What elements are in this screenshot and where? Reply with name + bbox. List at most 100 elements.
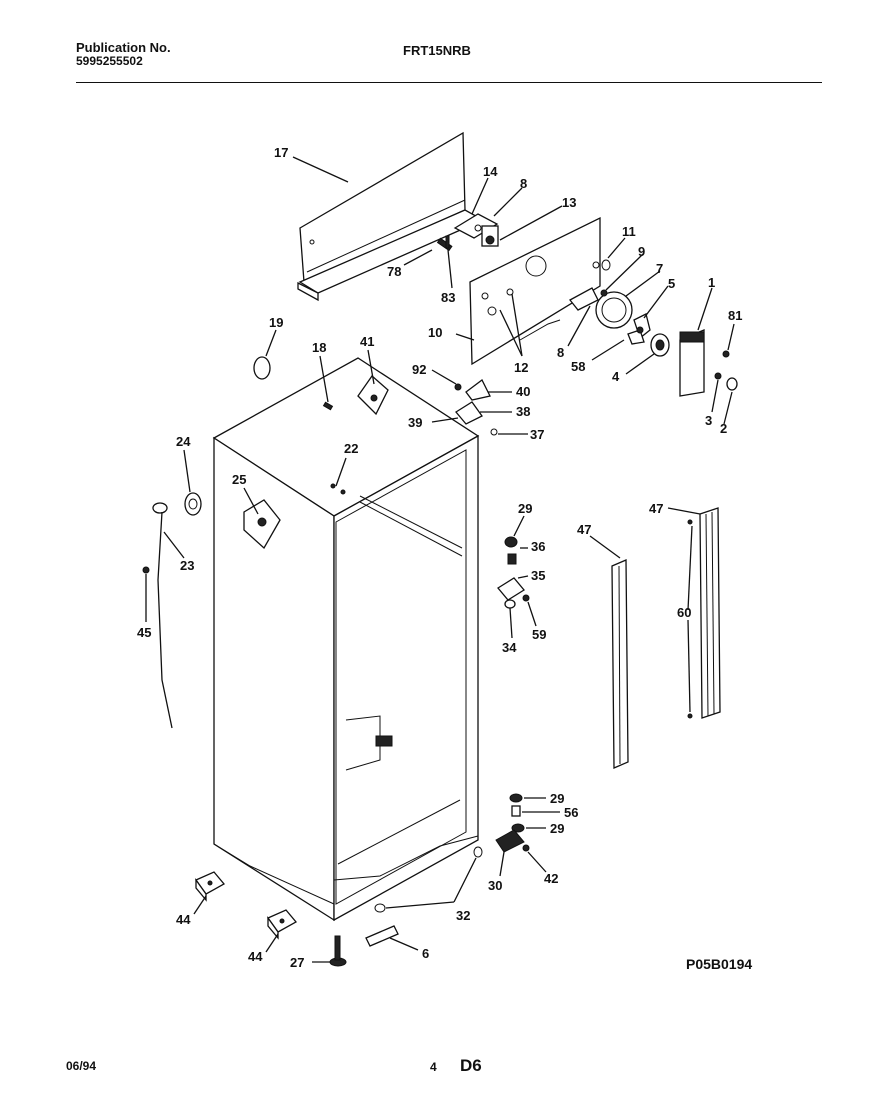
screw-92 <box>454 383 462 391</box>
callout-10: 10 <box>428 325 442 340</box>
header-rule <box>76 82 822 83</box>
callout-56: 56 <box>564 805 578 820</box>
leader-2 <box>723 391 733 425</box>
callout-30: 30 <box>488 878 502 893</box>
callout-29b: 29 <box>550 791 564 806</box>
callout-40: 40 <box>516 384 530 399</box>
leader-44a <box>193 895 207 915</box>
fan-blade-part <box>627 313 651 345</box>
leader-19 <box>265 329 277 357</box>
plug-32a <box>473 846 483 858</box>
callout-9: 9 <box>638 244 645 259</box>
leader-60a <box>687 525 693 611</box>
leader-1 <box>697 287 713 331</box>
callout-58: 58 <box>571 359 585 374</box>
callout-29a: 29 <box>518 501 532 516</box>
foot-44b <box>267 909 298 940</box>
callout-22: 22 <box>344 441 358 456</box>
callout-labels: 17 14 8 13 11 9 7 5 1 81 78 83 10 12 8 5… <box>137 145 742 970</box>
leader-17 <box>292 156 349 183</box>
trim-strip-right <box>687 507 721 719</box>
callout-44b: 44 <box>248 949 263 964</box>
leader-14 <box>471 177 489 215</box>
leader-47b <box>667 507 701 515</box>
leader-47a <box>589 535 621 559</box>
model-number: FRT15NRB <box>403 43 471 58</box>
washer-29c <box>511 823 525 833</box>
callout-38: 38 <box>516 404 530 419</box>
cabinet-part <box>212 357 480 922</box>
callout-17: 17 <box>274 145 288 160</box>
callout-39: 39 <box>408 415 422 430</box>
leader-11 <box>607 237 626 259</box>
callout-5: 5 <box>668 276 675 291</box>
grommet-2 <box>726 377 738 391</box>
callout-25: 25 <box>232 472 246 487</box>
callout-78: 78 <box>387 264 401 279</box>
callout-47a: 47 <box>577 522 591 537</box>
pin-18 <box>322 401 334 411</box>
leader-23 <box>163 531 185 559</box>
callout-3: 3 <box>705 413 712 428</box>
grille-6 <box>365 925 399 947</box>
callout-45: 45 <box>137 625 151 640</box>
leveler-27 <box>329 935 347 967</box>
leader-12a <box>499 309 523 357</box>
callout-1: 1 <box>708 275 715 290</box>
callout-44a: 44 <box>176 912 191 927</box>
callout-32: 32 <box>456 908 470 923</box>
leader-30 <box>499 851 505 877</box>
trim-strip-left <box>611 559 629 769</box>
motor-bracket-part <box>679 329 705 397</box>
callout-7: 7 <box>656 261 663 276</box>
leader-22 <box>335 457 347 487</box>
washer-29a <box>504 536 518 548</box>
hinge-cover-40 <box>465 379 491 401</box>
evaporator-cover-part <box>469 216 601 366</box>
callout-35: 35 <box>531 568 545 583</box>
callout-42: 42 <box>544 871 558 886</box>
leader-39 <box>431 417 459 423</box>
callout-19: 19 <box>269 315 283 330</box>
callout-47b: 47 <box>649 501 663 516</box>
leader-92 <box>431 369 457 385</box>
callout-29c: 29 <box>550 821 564 836</box>
callout-14: 14 <box>483 164 498 179</box>
drain-parts <box>142 492 202 729</box>
leader-32a <box>453 857 477 903</box>
leader-12b <box>511 293 523 357</box>
publication-label: Publication No. <box>76 40 171 55</box>
leader-42 <box>527 851 547 873</box>
top-panel-part <box>297 131 485 302</box>
callout-6: 6 <box>422 946 429 961</box>
leader-59 <box>527 601 537 627</box>
callout-11: 11 <box>622 224 636 239</box>
leader-29a <box>513 515 525 537</box>
leader-44b <box>265 933 279 953</box>
leader-7 <box>625 270 661 297</box>
fan-motor-part <box>650 333 670 357</box>
callout-81: 81 <box>728 308 742 323</box>
section-code: D6 <box>460 1056 482 1075</box>
damper-bracket-part <box>453 213 499 247</box>
screw-81 <box>722 350 730 358</box>
leader-13 <box>499 205 563 241</box>
leader-34 <box>509 607 513 639</box>
callout-8a: 8 <box>520 176 527 191</box>
leader-3 <box>711 379 719 413</box>
leader-5 <box>643 285 669 319</box>
screw-59 <box>522 594 530 602</box>
leader-4 <box>625 353 655 375</box>
callout-41: 41 <box>360 334 374 349</box>
washer-34 <box>504 599 516 609</box>
callout-60: 60 <box>677 605 691 620</box>
leader-60b <box>687 619 691 713</box>
screw-3 <box>714 372 722 380</box>
callout-2: 2 <box>720 421 727 436</box>
leader-83 <box>447 249 453 289</box>
hinge-30 <box>495 829 525 853</box>
callout-4: 4 <box>612 369 620 384</box>
callout-13: 13 <box>562 195 576 210</box>
leader-58 <box>591 339 625 361</box>
